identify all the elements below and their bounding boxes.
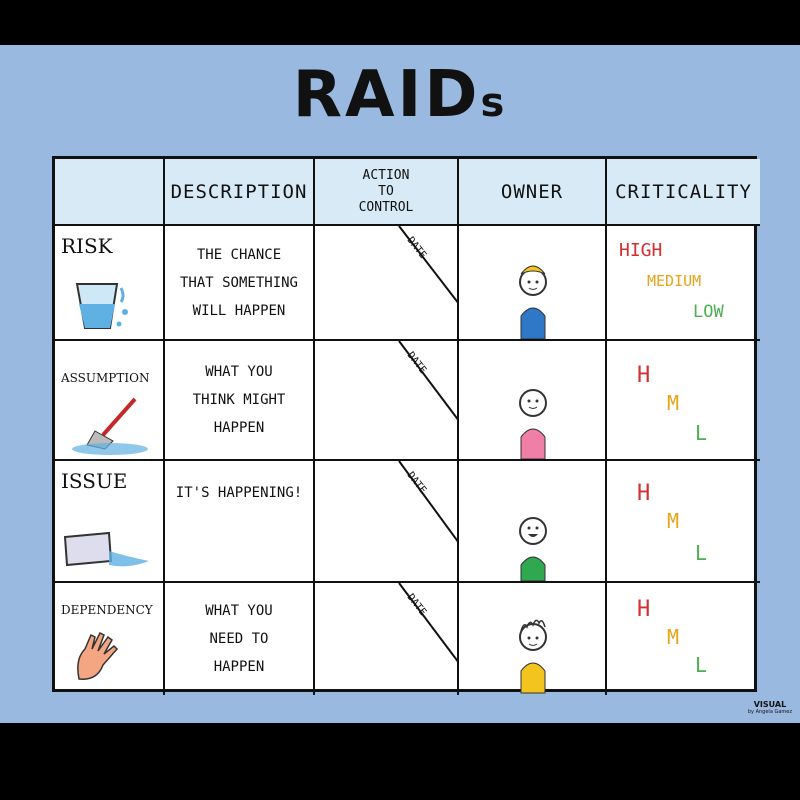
row-dependency-desc-cell: What you need to happen <box>165 583 315 695</box>
header-criticality: Criticality <box>607 159 760 226</box>
raid-table: Description Action to Control Owner Crit… <box>52 156 760 695</box>
desc-line: What you <box>205 364 273 380</box>
owner-avatar <box>519 619 547 694</box>
row-issue-crit-cell: H M L <box>607 461 760 583</box>
row-issue-label-cell: Issue <box>55 461 165 583</box>
row-issue-owner-cell[interactable] <box>459 461 607 583</box>
row-risk-crit-cell: HIGH MEDIUM LOW <box>607 226 760 341</box>
row-assumption-label-cell: Assumption <box>55 341 165 461</box>
row-risk-action-cell[interactable]: DATE <box>315 226 459 341</box>
crit-low: L <box>695 541 708 565</box>
brand-logo: VISUAL by Angela Gamez <box>747 700 792 715</box>
crit-medium: M <box>667 625 680 649</box>
crit-low: L <box>695 421 708 445</box>
row-assumption-owner-cell[interactable] <box>459 341 607 461</box>
header-owner: Owner <box>459 159 607 226</box>
crit-medium: MEDIUM <box>647 272 702 290</box>
mop-icon <box>72 397 148 455</box>
desc-line: will happen <box>192 302 286 319</box>
desc-line: happen <box>213 420 265 436</box>
desc-line: The chance <box>196 246 282 263</box>
date-label: DATE <box>405 470 429 496</box>
crit-medium: M <box>667 509 680 533</box>
row-dependency-owner-cell[interactable] <box>459 583 607 695</box>
crit-high: H <box>637 481 651 506</box>
spilling-glass-icon <box>75 283 128 329</box>
row-label: Assumption <box>61 371 150 385</box>
desc-line: that something <box>179 274 298 291</box>
desc-line: What you <box>205 603 273 619</box>
row-assumption-crit-cell: H M L <box>607 341 760 461</box>
row-label: Dependency <box>61 603 153 617</box>
row-risk-label-cell: Risk <box>55 226 165 341</box>
row-risk-desc-cell: The chance that something will happen <box>165 226 315 341</box>
crit-medium: M <box>667 391 680 415</box>
row-label: Risk <box>61 234 113 258</box>
tipped-glass-icon <box>63 531 149 567</box>
row-issue-desc-cell: It's happening! <box>165 461 315 583</box>
crit-high: H <box>637 597 651 622</box>
page-title: RAIDs <box>292 58 508 132</box>
date-label: DATE <box>405 350 429 376</box>
row-dependency-action-cell[interactable]: DATE <box>315 583 459 695</box>
crit-low: L <box>695 653 708 677</box>
row-risk-owner-cell[interactable] <box>459 226 607 341</box>
owner-avatar <box>519 517 547 581</box>
owner-avatar <box>519 265 547 339</box>
header-empty <box>55 159 165 226</box>
desc-line: It's happening! <box>175 485 303 501</box>
row-dependency-crit-cell: H M L <box>607 583 760 695</box>
row-issue-action-cell[interactable]: DATE <box>315 461 459 583</box>
owner-avatar <box>519 389 547 459</box>
header-action: Action to Control <box>315 159 459 226</box>
date-label: DATE <box>405 235 429 261</box>
header-description: Description <box>165 159 315 226</box>
crit-high: HIGH <box>619 240 663 261</box>
desc-line: need to <box>209 631 269 647</box>
hand-icon <box>77 631 119 680</box>
poster: RAIDs Description Action to Control Owne… <box>0 45 800 723</box>
desc-line: think might <box>192 392 286 408</box>
row-dependency-label-cell: Dependency <box>55 583 165 695</box>
row-assumption-desc-cell: What you think might happen <box>165 341 315 461</box>
crit-high: H <box>637 363 651 388</box>
desc-line: happen <box>213 659 265 675</box>
row-assumption-action-cell[interactable]: DATE <box>315 341 459 461</box>
crit-low: LOW <box>693 302 724 322</box>
row-label: Issue <box>61 469 128 493</box>
date-label: DATE <box>405 592 429 618</box>
